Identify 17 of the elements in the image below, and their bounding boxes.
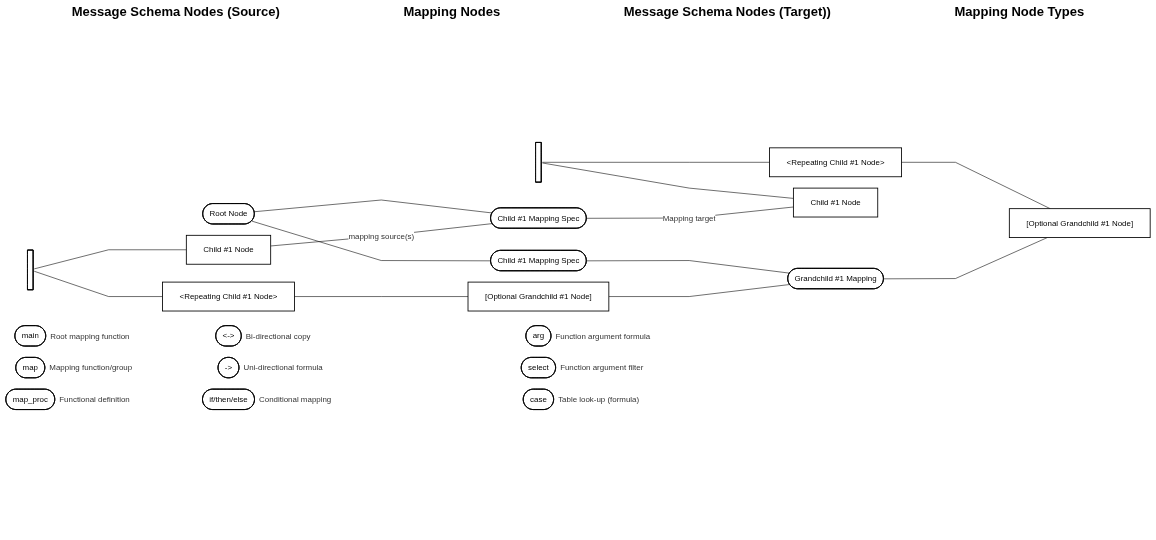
- tree-trunk-bar: [535, 141, 542, 183]
- connector-line: [33, 270, 163, 297]
- connector-line: [608, 283, 790, 297]
- heading-label: Message Schema Nodes (Target)): [623, 4, 831, 19]
- connector-line: [251, 220, 492, 261]
- connector-line: [542, 161, 770, 163]
- connector-line: [33, 249, 187, 269]
- heading-label: Mapping Nodes: [403, 4, 501, 19]
- connector-line: [542, 162, 794, 199]
- connector-line: [294, 295, 469, 297]
- heading-label: Mapping Node Types: [954, 4, 1085, 19]
- connector-line: [883, 236, 1048, 279]
- tree-trunk-bar: [27, 249, 34, 290]
- connector-line: [254, 199, 493, 213]
- connector-line: [901, 161, 1051, 209]
- heading-label: Message Schema Nodes (Source): [71, 4, 280, 19]
- connector-line: [586, 259, 790, 273]
